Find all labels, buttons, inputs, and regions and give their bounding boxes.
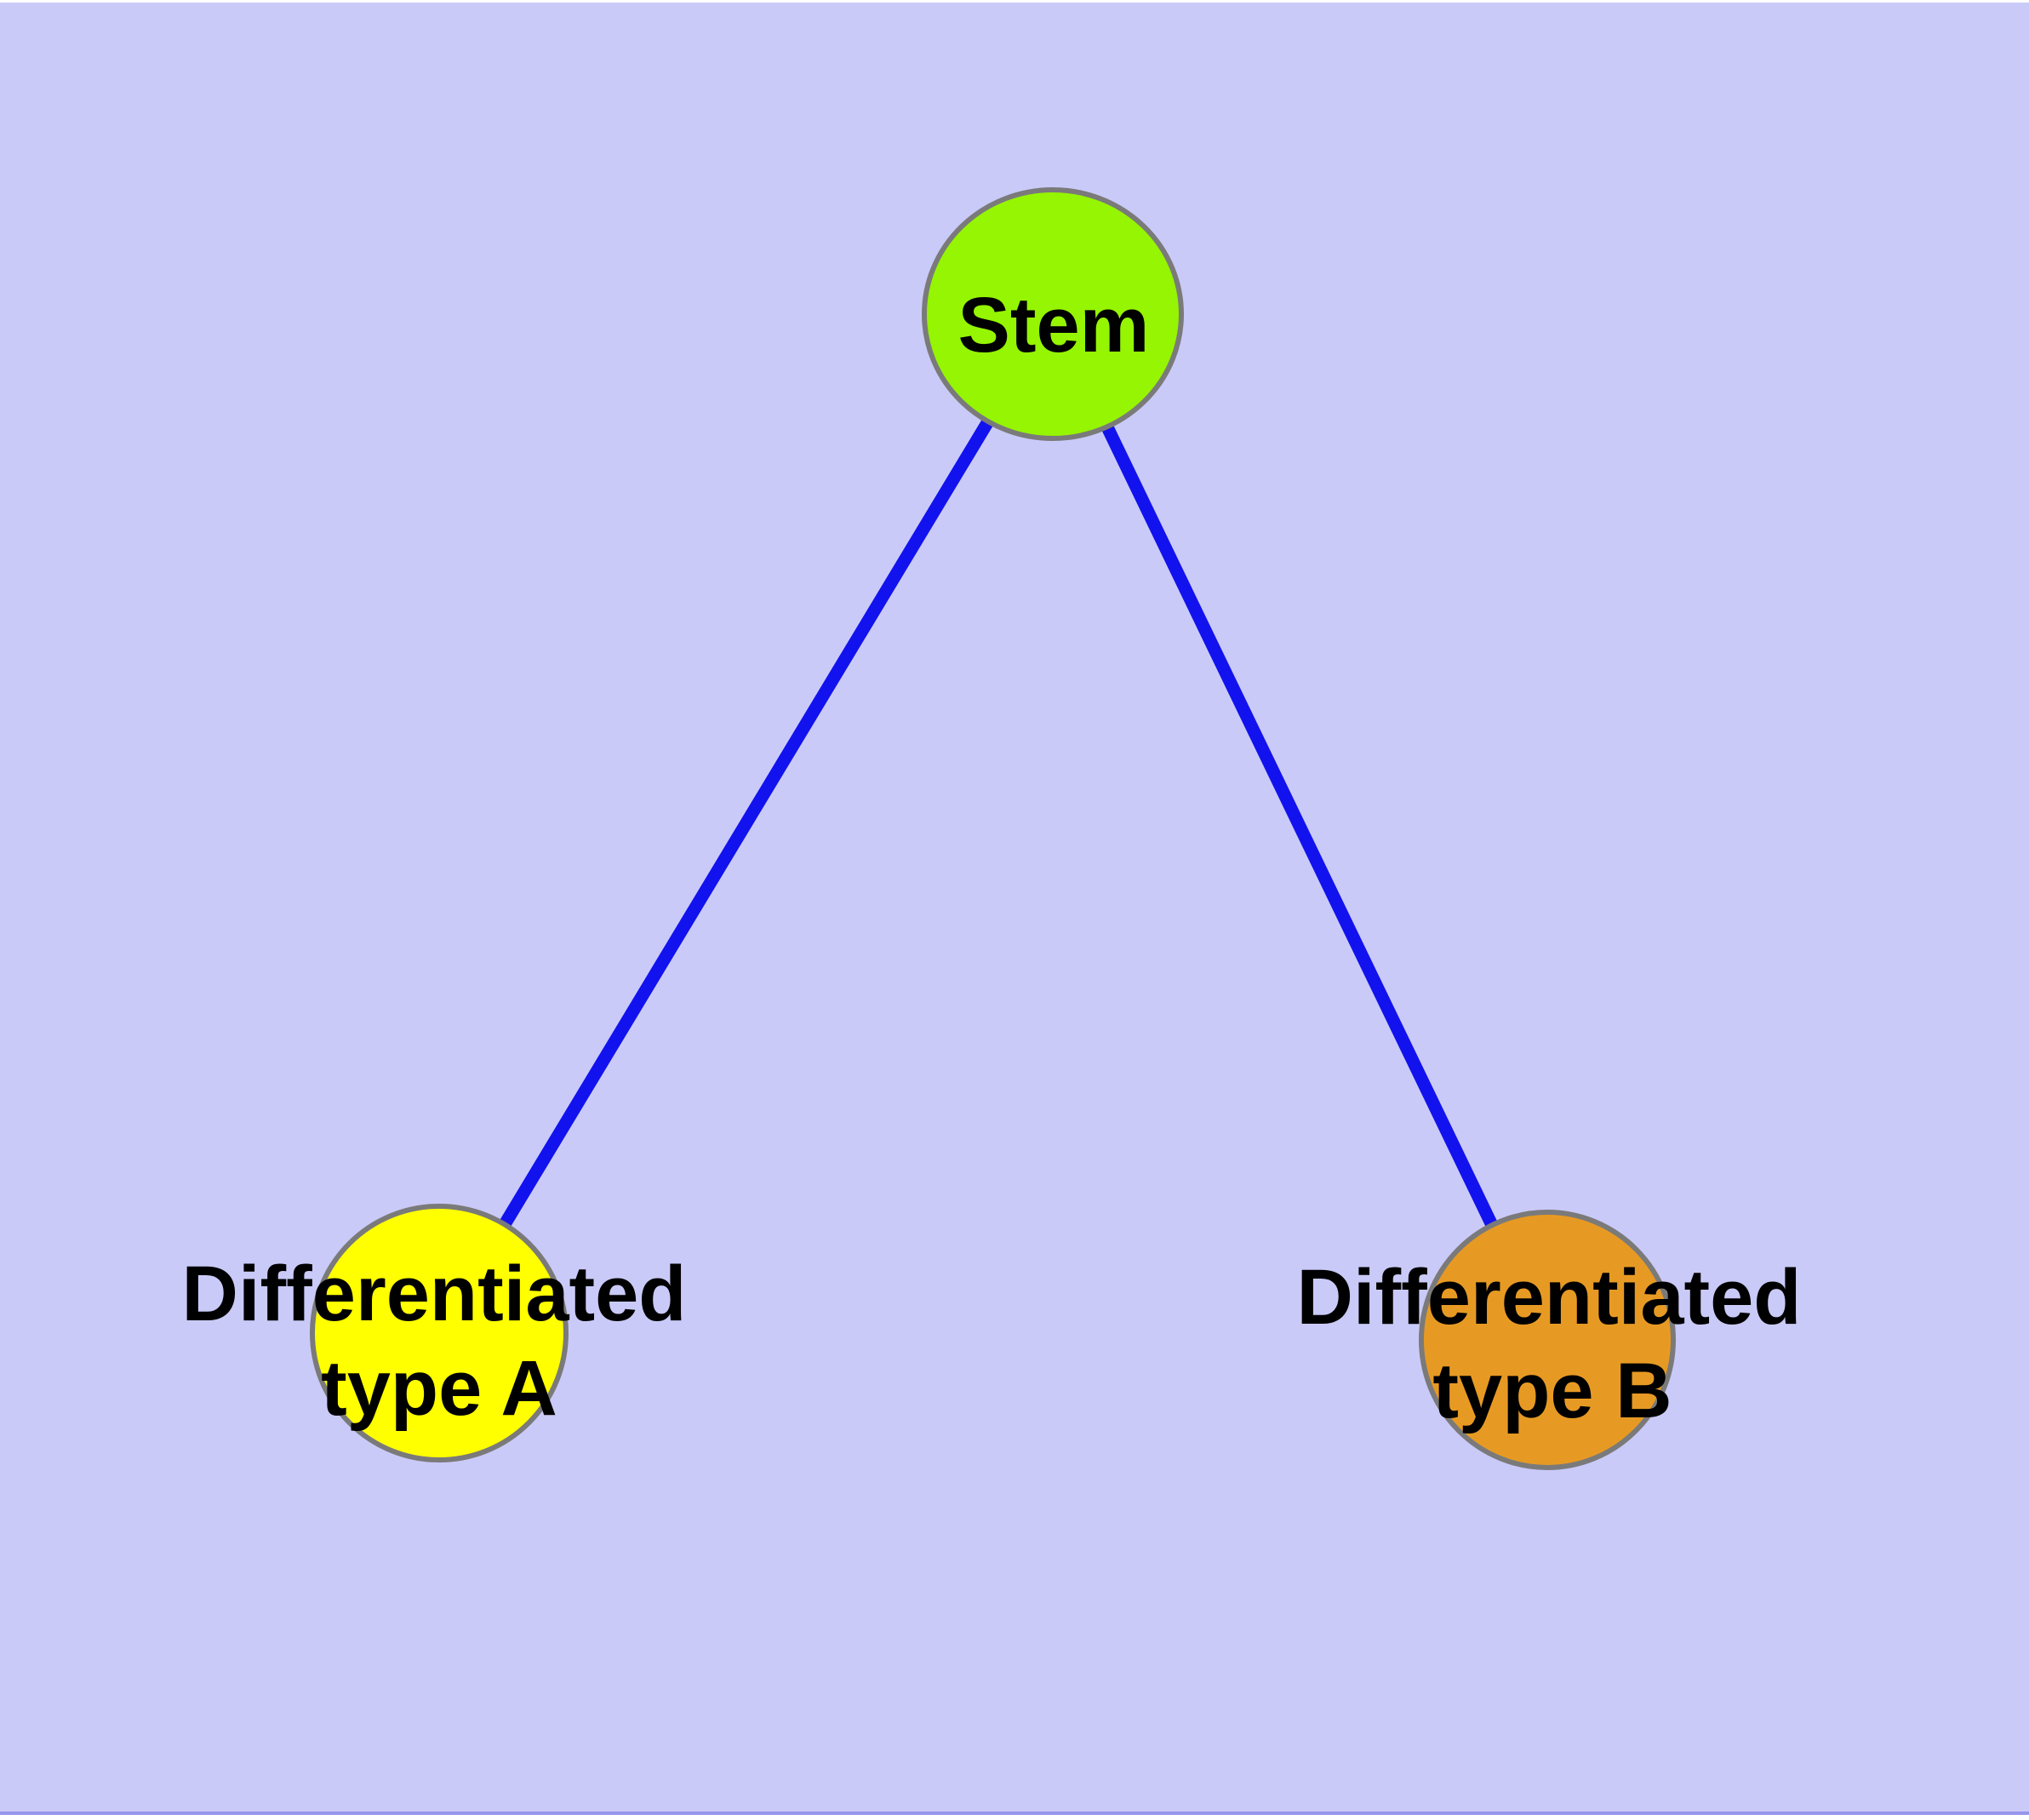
node-label-stem-line-1: Stem [958, 282, 1150, 369]
bottom-margin [0, 1815, 2029, 1820]
edge-stem-to-type-b [1047, 311, 1553, 1343]
bottom-rule [0, 1811, 2029, 1815]
node-label-type-b-line-2: type B [1432, 1348, 1672, 1434]
node-label-type-a-line-2: type A [321, 1345, 557, 1432]
top-border [0, 0, 2029, 3]
node-type-a [310, 1204, 569, 1462]
node-label-type-b-line-1: Differentiated [1297, 1254, 1802, 1341]
node-type-b [1419, 1210, 1676, 1470]
edge-stem-to-type-a [433, 311, 1059, 1336]
node-label-type-a-line-1: Differentiated [182, 1251, 687, 1337]
node-stem [922, 187, 1184, 441]
